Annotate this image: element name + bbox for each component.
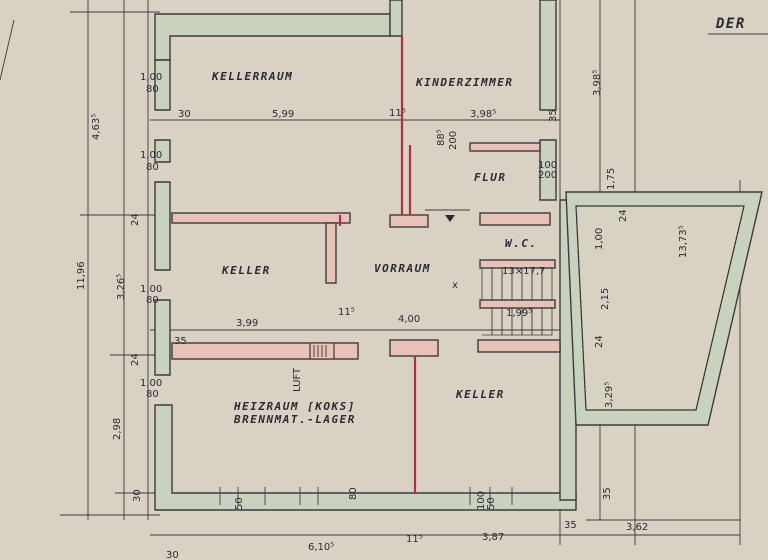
dim-bottom-30: 30 (166, 550, 179, 560)
left-dimension-lines (0, 0, 160, 520)
dim-left-298: 2,98 (112, 418, 123, 440)
label-luft: LUFT (292, 367, 303, 392)
room-kinderzimmer: KINDERZIMMER (415, 76, 513, 89)
dim-bottom-115: 11⁵ (406, 534, 423, 545)
dim-mid-1995: 1,99⁵ (506, 308, 532, 319)
dim-v-24b: 24 (618, 209, 629, 222)
dim-bottom-362: 3,62 (626, 522, 648, 533)
dim-bottom-387: 3,87 (482, 532, 504, 543)
dim-h-200-door: 200 (538, 170, 557, 181)
dim-w-30-top: 30 (178, 109, 191, 120)
dim-w-115-b: 11⁵ (338, 307, 355, 318)
dim-bottom-35: 35 (564, 520, 577, 531)
dim-v-3295: 3,29⁵ (604, 382, 615, 408)
room-kellerraum: KELLERRAUM (211, 70, 293, 83)
light-well (565, 191, 763, 426)
vent-block (309, 342, 335, 360)
room-keller-right: KELLER (455, 388, 505, 401)
dim-v-35-right: 35 (602, 487, 613, 500)
dimension-labels: 5,99 3,98⁵ 3,99 4,00 1,99⁵ 13×17,7 6,10⁵… (140, 72, 648, 560)
room-heizraum-2: BRENNMAT.-LAGER (233, 413, 356, 426)
title-fragment: DER (715, 16, 746, 32)
room-labels: KELLERRAUM KINDERZIMMER FLUR KELLER VORR… (211, 70, 538, 426)
title-box: DER (708, 16, 768, 35)
dim-v-215: 2,15 (600, 288, 611, 310)
room-wc: W.C. (505, 237, 538, 250)
dim-w-115-a: 11⁵ (389, 108, 406, 119)
dim-left-24-a: 24 (130, 213, 141, 226)
dim-v-885: 88⁵ (436, 129, 447, 146)
dim-left-3265: 3,26⁵ (116, 274, 127, 300)
room-keller-left: KELLER (221, 264, 271, 277)
dim-h-100-c: 1,00 (140, 284, 162, 295)
dim-left-1196: 11,96 (76, 261, 87, 290)
dim-left-30-bottom: 30 (132, 489, 143, 502)
dim-h-80-b: 80 (146, 162, 159, 173)
dim-v-175: 1,75 (606, 168, 617, 190)
dim-v-24: 24 (594, 335, 605, 348)
vorraum-x-mark: x (452, 280, 458, 291)
dim-v-35-top: 35 (548, 109, 559, 122)
dim-mid-399: 3,99 (236, 318, 258, 329)
room-heizraum-1: HEIZRAUM [KOKS] (233, 400, 356, 413)
dim-h-80-c: 80 (146, 295, 159, 306)
rotated-dimension-labels: 4,63⁵ 3,26⁵ 11,96 2,98 30 24 24 3,98⁵ 13… (76, 70, 689, 510)
dim-v-80: 80 (348, 487, 359, 500)
dim-v-50-a: 50 (234, 497, 245, 510)
dim-h-100-d: 1,00 (140, 378, 162, 389)
dim-v-50-b: 50 (486, 497, 497, 510)
dim-h-80-d: 80 (146, 389, 159, 400)
dim-v-100-bottom: 100 (476, 491, 487, 510)
dim-h-100-door: 100 (538, 160, 557, 171)
dim-left-24-b: 24 (130, 353, 141, 366)
dim-h-80-a: 80 (146, 84, 159, 95)
dim-right-1373: 13,73⁵ (678, 225, 689, 258)
dim-top-599: 5,99 (272, 109, 294, 120)
bottom-openings (219, 487, 513, 505)
dim-h-100-a: 1,00 (140, 72, 162, 83)
dim-stair: 13×17,7 (502, 266, 545, 277)
dim-v-200: 200 (448, 131, 459, 150)
dim-right-398: 3,98⁵ (592, 70, 603, 96)
room-vorraum: VORRAUM (374, 262, 431, 275)
dim-top-398: 3,98⁵ (470, 109, 496, 120)
dim-w-35: 35 (174, 336, 187, 347)
dim-left-4635: 4,63⁵ (91, 114, 102, 140)
room-flur: FLUR (474, 171, 507, 184)
outer-walls (154, 0, 577, 511)
dim-h-100-b: 1,00 (140, 150, 162, 161)
dim-v-100: 1,00 (594, 228, 605, 250)
dim-mid-400: 4,00 (398, 314, 420, 325)
dim-bottom-6105: 6,10⁵ (308, 542, 334, 553)
staircase (425, 209, 553, 336)
